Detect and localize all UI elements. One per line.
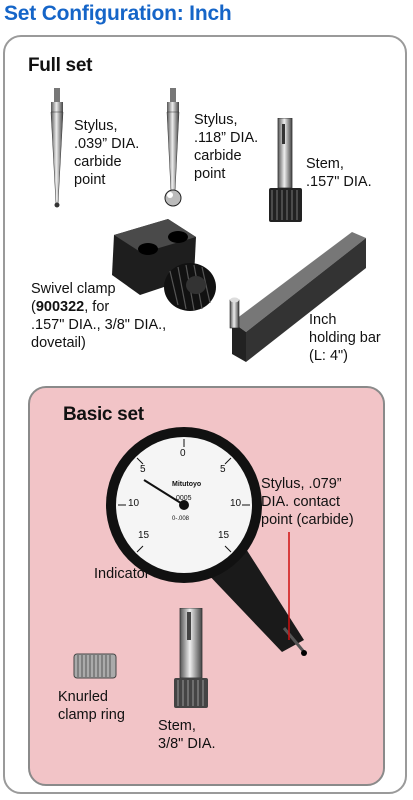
dial-range: 0-.008: [172, 516, 190, 522]
indicator-label: Indicator: [94, 566, 150, 582]
stylus-079-label: Stylus, .079” DIA. contact point (carbid…: [261, 476, 354, 528]
swivel-clamp-image: [112, 219, 216, 311]
page-title: Set Configuration: Inch: [4, 2, 232, 25]
basic-set-title: Basic set: [63, 404, 144, 425]
dial-scale-0: 0: [180, 448, 186, 459]
knurled-ring-image: [73, 653, 117, 679]
dial-scale-15-right: 15: [218, 530, 230, 541]
stylus-118-image: [164, 88, 182, 207]
stem-157-label: Stem, .157" DIA.: [306, 156, 372, 190]
stylus-039-label: Stylus, .039” DIA. carbide point: [74, 118, 140, 188]
stem-38-image: [174, 608, 208, 708]
dial-resolution: .0005: [174, 495, 192, 502]
swivel-clamp-code: 900322: [35, 299, 85, 315]
full-set-title: Full set: [28, 55, 93, 76]
stem-38-label: Stem, 3/8" DIA.: [158, 718, 216, 752]
holding-bar-image: [229, 232, 366, 362]
dial-scale-15-left: 15: [138, 530, 150, 541]
dial-brand: Mitutoyo: [172, 481, 201, 488]
stylus-118-label: Stylus, .118” DIA. carbide point: [194, 112, 259, 182]
dial-scale-5-left: 5: [140, 464, 146, 475]
stem-157-image: [269, 118, 302, 222]
dial-scale-10-right: 10: [230, 498, 242, 509]
knurled-ring-label: Knurled clamp ring: [58, 689, 125, 723]
stylus-079-pointer-line: [288, 532, 290, 640]
dial-scale-5-right: 5: [220, 464, 226, 475]
stylus-039-image: [50, 88, 64, 208]
swivel-clamp-label: Swivel clamp (900322, for .157" DIA., 3/…: [31, 281, 167, 351]
dial-scale-10-left: 10: [128, 498, 140, 509]
dial-indicator-image: 0 5 10 15 5 10 15 Mitutoyo .0005 0-.008: [106, 427, 307, 656]
holding-bar-label: Inch holding bar (L: 4"): [309, 312, 381, 364]
